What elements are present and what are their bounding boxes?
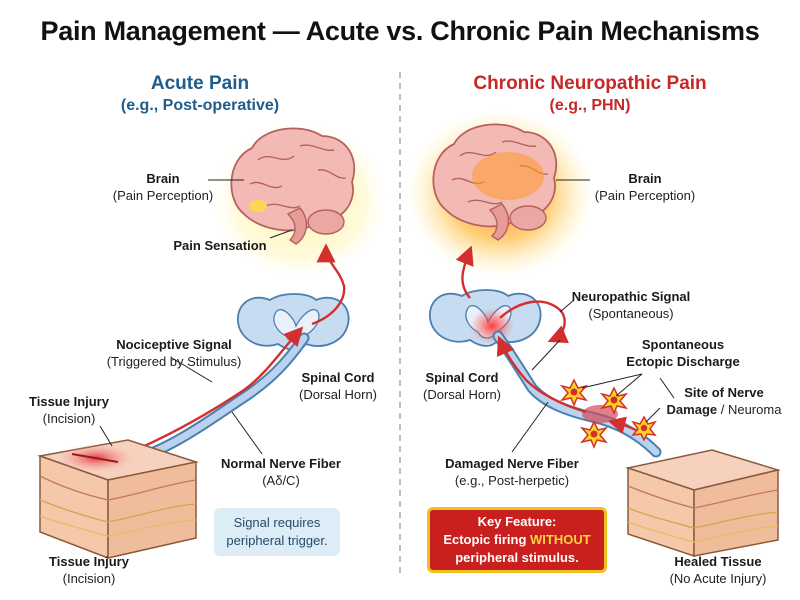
acute-subheading: (e.g., Post-operative) <box>120 97 280 114</box>
acute-tissue-injury-label: Tissue Injury (Incision) <box>29 394 109 426</box>
chronic-neuropathic-label: Neuropathic Signal (Spontaneous) <box>571 289 691 321</box>
acute-spinal-cord-label: Spinal Cord (Dorsal Horn) <box>298 370 377 402</box>
acute-brain <box>230 127 356 245</box>
chronic-heading: Chronic Neuropathic Pain <box>473 73 707 94</box>
key-feature-box: Key Feature: Ectopic firing WITHOUT peri… <box>427 507 607 573</box>
ectopic-burst <box>631 415 657 442</box>
ectopic-burst <box>579 420 609 449</box>
ectopic-burst <box>599 386 629 415</box>
chronic-spinal-cord-label: Spinal Cord (Dorsal Horn) <box>422 370 501 402</box>
acute-nociceptive-label: Nociceptive Signal (Triggered by Stimulu… <box>106 337 242 369</box>
chronic-neuropathic-loop <box>499 300 570 344</box>
chronic-spinal-cord <box>429 289 542 347</box>
chronic-damaged-fiber-label: Damaged Nerve Fiber (e.g., Post-herpetic… <box>445 456 579 488</box>
acute-brain-label: Brain (Pain Perception) <box>112 171 214 203</box>
acute-ascending-arrow <box>311 243 346 326</box>
chronic-ascending-arrow <box>455 245 474 299</box>
acute-nerve-fiber-label: Normal Nerve Fiber (Aδ/C) <box>221 456 341 488</box>
page-title: Pain Management — Acute vs. Chronic Pain… <box>40 16 760 46</box>
acute-pain-sensation-label: Pain Sensation <box>173 238 267 253</box>
chronic-brain <box>432 123 558 241</box>
chronic-ectopic-label: Spontaneous Ectopic Discharge <box>626 337 740 369</box>
chronic-brain-label: Brain (Pain Perception) <box>594 171 696 203</box>
acute-heading: Acute Pain <box>150 73 250 94</box>
acute-note-box: Signal requires peripheral trigger. <box>214 508 340 556</box>
chronic-subheading: (e.g., PHN) <box>549 97 631 114</box>
ectopic-burst <box>559 378 589 407</box>
chronic-site-label: Site of Nerve Damage / Neuroma <box>666 385 782 417</box>
chronic-tissue-block <box>625 449 781 558</box>
acute-tissue-injury-bottom-label: Tissue Injury (Incision) <box>49 554 129 586</box>
acute-signal-arrow <box>139 326 304 450</box>
chronic-healed-tissue-label: Healed Tissue (No Acute Injury) <box>669 554 767 586</box>
acute-tissue-block <box>37 439 199 560</box>
chronic-signal-arrow <box>496 335 587 414</box>
